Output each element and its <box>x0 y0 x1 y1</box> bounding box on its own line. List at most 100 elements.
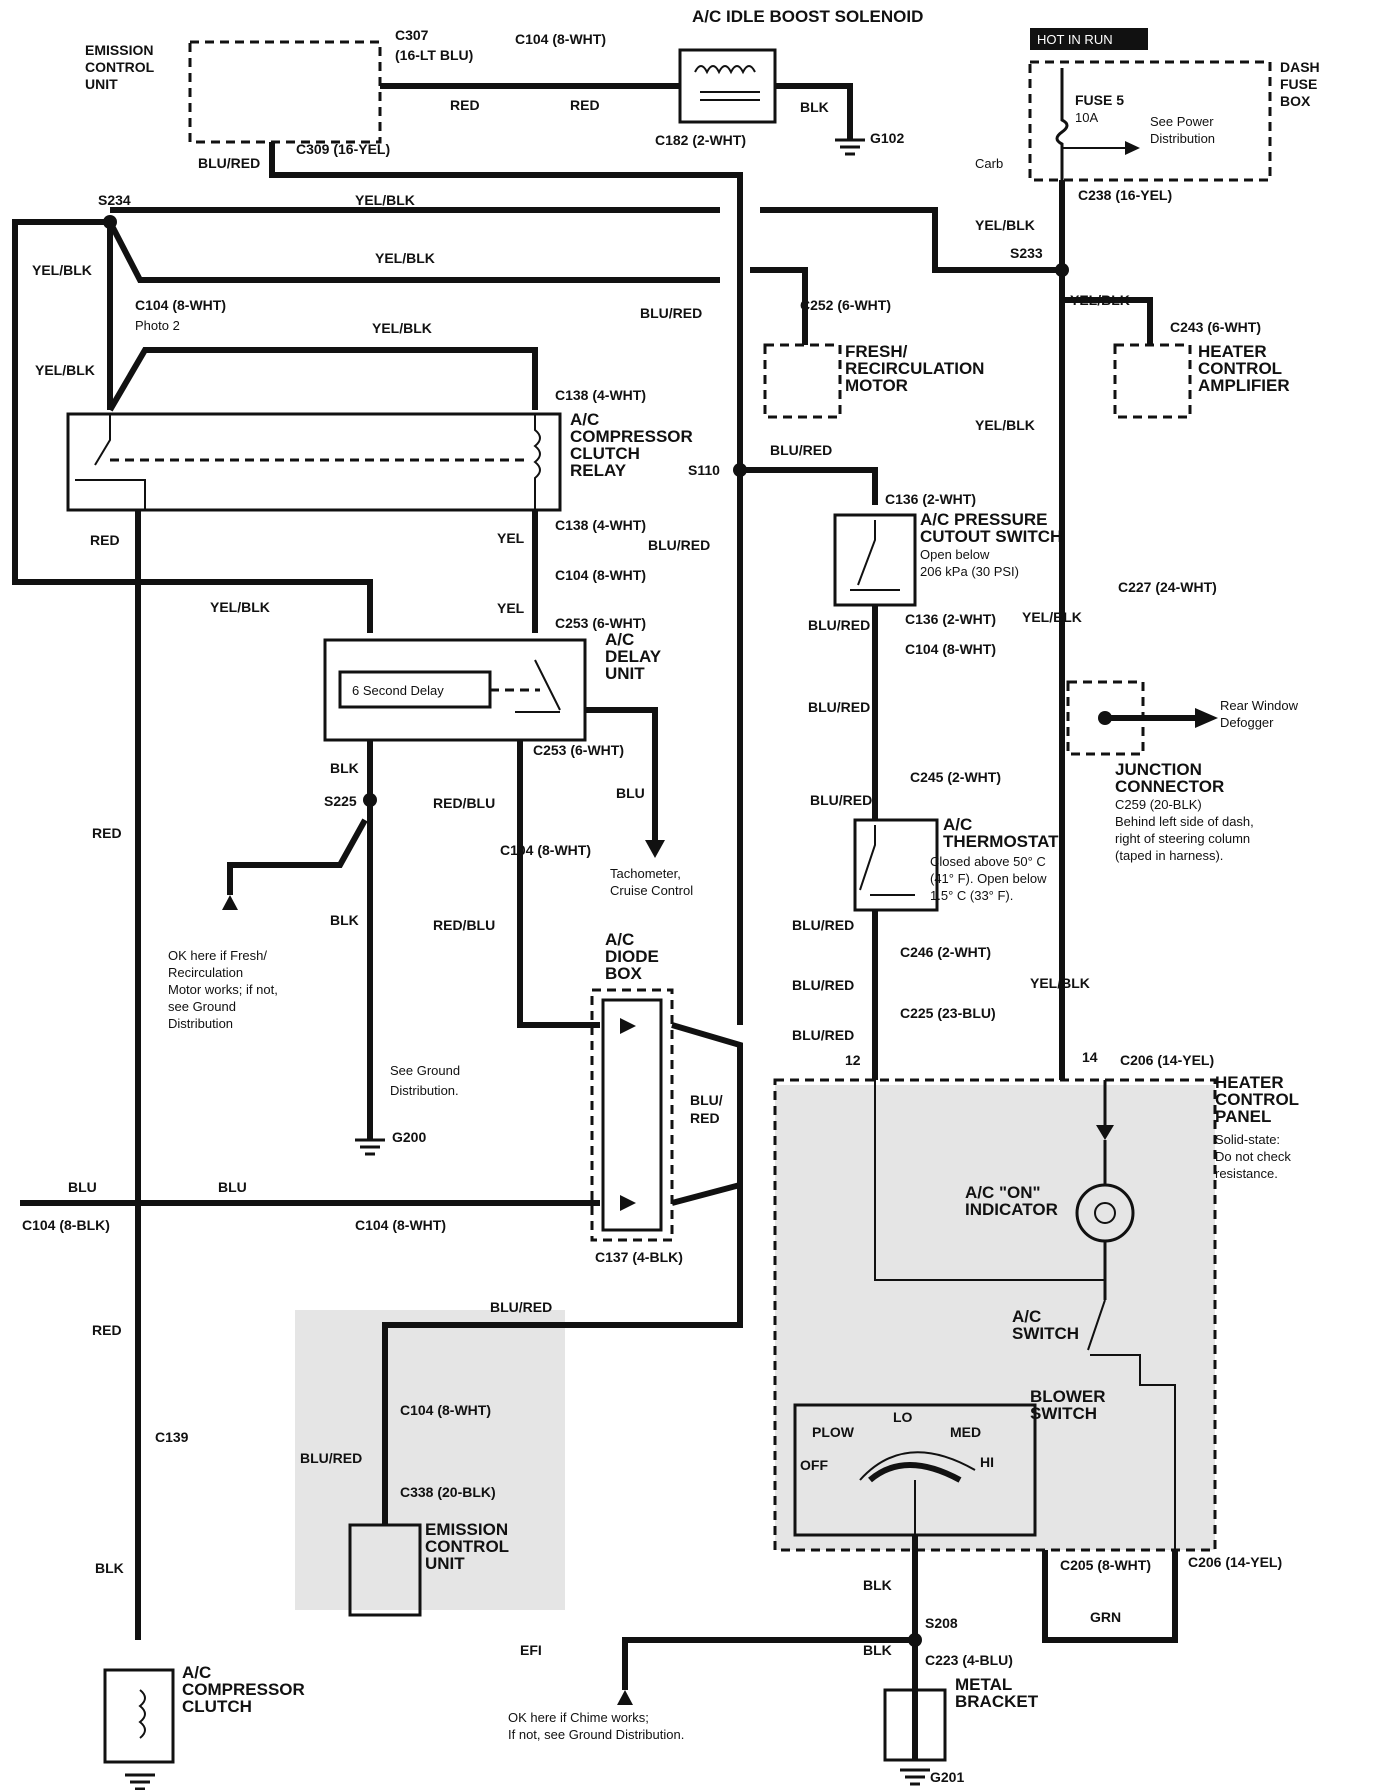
see-power-1: See Power <box>1150 114 1214 129</box>
wire-yelblk-top: YEL/BLK <box>355 192 415 208</box>
wire-redblu-1: RED/BLU <box>433 795 495 811</box>
ecu-bot-2: CONTROL <box>425 1537 509 1556</box>
ok-chime-2: If not, see Ground Distribution. <box>508 1727 684 1742</box>
fresh-3: MOTOR <box>845 376 908 395</box>
wire-yelblk-l2: YEL/BLK <box>35 362 95 378</box>
dash-fuse-3: BOX <box>1280 93 1311 109</box>
pressure-4: 206 kPa (30 PSI) <box>920 564 1019 579</box>
emission-control-unit-top <box>188 40 382 144</box>
wire-yelblk-c227: YEL/BLK <box>1022 609 1082 625</box>
pressure-2: CUTOUT SWITCH <box>920 527 1062 546</box>
s110: S110 <box>688 462 720 478</box>
fuse-name: FUSE 5 <box>1075 92 1124 108</box>
wire-yelblk-s233: YEL/BLK <box>975 217 1035 233</box>
junction-5: right of steering column <box>1115 831 1250 846</box>
fresh-ground-arrowhead <box>222 895 238 910</box>
fuse-5-symbol <box>1055 68 1069 180</box>
dash-fuse-2: FUSE <box>1280 76 1317 92</box>
c338: C338 (20-BLK) <box>400 1484 496 1500</box>
ac-compressor-clutch-relay <box>66 412 562 512</box>
ac-delay-unit <box>323 638 587 742</box>
solenoid-plunger <box>700 91 760 101</box>
heater-amp-1: HEATER <box>1198 342 1267 361</box>
ok-chime-1: OK here if Chime works; <box>508 1710 649 1725</box>
g102-ground-symbol <box>835 138 865 156</box>
c136-a: C136 (2-WHT) <box>885 491 976 507</box>
metal-2: BRACKET <box>955 1692 1039 1711</box>
clutch-3: CLUTCH <box>182 1697 252 1716</box>
c182: C182 (2-WHT) <box>655 132 746 148</box>
panel-diode <box>1096 1125 1114 1140</box>
wire-blured-p2: BLU/RED <box>808 699 870 715</box>
wire-blu-tachometer <box>585 707 658 840</box>
photo: Photo 2 <box>135 318 180 333</box>
ok-fresh-2: Recirculation <box>168 965 243 980</box>
emission-area-shade <box>295 1310 565 1610</box>
wire-blured-relay: BLU/RED <box>648 537 710 553</box>
power-distribution-arrowhead <box>1125 141 1140 155</box>
delay-box-label: 6 Second Delay <box>352 683 444 698</box>
c138-b: C138 (4-WHT) <box>555 517 646 533</box>
wire-yelblk-relay-top <box>107 347 538 412</box>
wire-blured-diode <box>671 1022 743 1206</box>
ecu-bot-1: EMISSION <box>425 1520 508 1539</box>
wire-blured-p1: BLU/RED <box>808 617 870 633</box>
s208: S208 <box>925 1615 958 1631</box>
wire-grn: GRN <box>1090 1609 1121 1625</box>
c252: C252 (6-WHT) <box>800 297 891 313</box>
s225: S225 <box>324 793 357 809</box>
relay-4: RELAY <box>570 461 627 480</box>
wire-grn <box>1042 1550 1178 1643</box>
wire-blk-s225: BLK <box>330 760 359 776</box>
see-ground-2: Distribution. <box>390 1083 459 1098</box>
pressure-switch <box>850 520 900 591</box>
thermostat-switch <box>859 825 915 896</box>
c206-b: C206 (14-YEL) <box>1188 1554 1282 1570</box>
n12: 12 <box>845 1052 861 1068</box>
thermo-3: Closed above 50° C <box>930 854 1046 869</box>
delay-1: A/C <box>605 630 634 649</box>
clutch-1: A/C <box>182 1663 211 1682</box>
c104-left: C104 (8-WHT) <box>135 297 226 313</box>
c225: C225 (23-BLU) <box>900 1005 996 1021</box>
rear-1: Rear Window <box>1220 698 1299 713</box>
labels: A/C IDLE BOOST SOLENOID HOT IN RUN EMISS… <box>22 7 1320 1785</box>
solenoid-coil <box>694 65 756 75</box>
ecu-top-3: UNIT <box>85 76 118 92</box>
wire-redblu <box>517 740 600 1028</box>
wire-yelblk-fresh-branch <box>107 220 808 345</box>
junction-1: JUNCTION <box>1115 760 1202 779</box>
wire-blured-ecu: BLU/RED <box>300 1450 362 1466</box>
tach-arrowhead <box>645 840 665 858</box>
relay-3: CLUTCH <box>570 444 640 463</box>
blow-med: MED <box>950 1424 981 1440</box>
s233: S233 <box>1010 245 1043 261</box>
relay-2: COMPRESSOR <box>570 427 693 446</box>
solid-3: resistance. <box>1215 1166 1278 1181</box>
wire-12-loop <box>874 1080 1105 1281</box>
defogger-arrowhead <box>1195 708 1218 728</box>
acswitch-1: A/C <box>1012 1307 1041 1326</box>
see-power-2: Distribution <box>1150 131 1215 146</box>
c205: C205 (8-WHT) <box>1060 1557 1151 1573</box>
solid-1: Solid-state: <box>1215 1132 1280 1147</box>
thermo-4: (41° F). Open below <box>930 871 1047 886</box>
fresh-2: RECIRCULATION <box>845 359 984 378</box>
c253-b: C253 (6-WHT) <box>533 742 624 758</box>
hot-in-run-tag <box>1030 28 1148 50</box>
g201-ground-symbol <box>900 1768 930 1786</box>
c307-b: (16-LT BLU) <box>395 47 473 63</box>
solid-2: Do not check <box>1215 1149 1291 1164</box>
diode-3: BOX <box>605 964 643 983</box>
junction-4: Behind left side of dash, <box>1115 814 1254 829</box>
junction-2: CONNECTOR <box>1115 777 1224 796</box>
blower-wiper <box>868 1462 962 1483</box>
blow-off: OFF <box>800 1457 828 1473</box>
wire-blk-g102 <box>775 83 853 140</box>
heater-control-panel-shade <box>775 1085 1215 1550</box>
ok-fresh-4: see Ground <box>168 999 236 1014</box>
ecu-bot-3: UNIT <box>425 1554 465 1573</box>
c223: C223 (4-BLU) <box>925 1652 1013 1668</box>
c137: C137 (4-BLK) <box>595 1249 683 1265</box>
